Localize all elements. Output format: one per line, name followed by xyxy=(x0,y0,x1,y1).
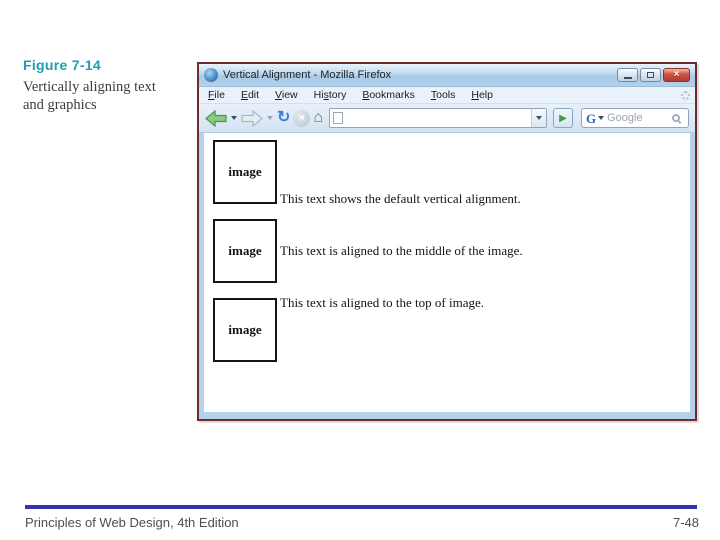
url-input[interactable] xyxy=(343,110,531,126)
search-input[interactable] xyxy=(605,110,672,126)
alignment-text: This text is aligned to the top of image… xyxy=(280,295,484,310)
alignment-text: This text shows the default vertical ali… xyxy=(280,191,521,206)
browser-window: Vertical Alignment - Mozilla Firefox × F… xyxy=(197,62,697,421)
alignment-text: This text is aligned to the middle of th… xyxy=(280,243,523,258)
menu-file[interactable]: File xyxy=(208,89,225,101)
page-content: image This text shows the default vertic… xyxy=(199,133,695,419)
go-icon: ▶ xyxy=(559,112,567,124)
figure-caption: Vertically aligning text and graphics xyxy=(23,78,156,114)
close-icon: × xyxy=(673,69,680,80)
figure-label: Figure 7-14 xyxy=(23,57,101,73)
menu-history[interactable]: History xyxy=(313,89,347,101)
page-icon xyxy=(333,112,344,124)
url-dropdown-button[interactable] xyxy=(531,109,546,127)
forward-button[interactable] xyxy=(241,109,263,127)
image-placeholder: image xyxy=(213,219,277,283)
chevron-down-icon xyxy=(536,116,542,120)
search-engine-dropdown[interactable] xyxy=(598,116,605,120)
image-placeholder: image xyxy=(213,298,277,362)
footer-book-title: Principles of Web Design, 4th Edition xyxy=(25,515,239,530)
forward-arrow-icon xyxy=(241,109,263,127)
search-bar: G xyxy=(581,108,689,128)
menu-tools[interactable]: Tools xyxy=(430,89,456,101)
window-controls: × xyxy=(617,68,690,82)
menu-bookmarks[interactable]: Bookmarks xyxy=(362,89,415,101)
footer-page-number: 7-48 xyxy=(672,515,699,530)
menu-edit[interactable]: Edit xyxy=(240,89,260,101)
maximize-icon xyxy=(647,72,654,78)
go-button[interactable]: ▶ xyxy=(553,108,573,128)
back-arrow-icon xyxy=(205,109,227,127)
forward-history-dropdown[interactable] xyxy=(267,116,273,120)
figure-caption-line2: and graphics xyxy=(23,97,97,113)
browser-titlebar[interactable]: Vertical Alignment - Mozilla Firefox × xyxy=(199,64,695,87)
search-icon[interactable] xyxy=(672,114,680,122)
home-icon: ⌂ xyxy=(313,109,324,126)
figure-caption-line1: Vertically aligning text xyxy=(23,79,156,95)
close-button[interactable]: × xyxy=(663,68,690,82)
minimize-icon xyxy=(623,77,632,79)
stop-icon: × xyxy=(293,109,311,127)
alignment-row-middle: image This text is aligned to the middle… xyxy=(213,219,690,283)
reload-icon: ↻ xyxy=(277,109,291,126)
home-button[interactable]: ⌂ xyxy=(313,110,323,126)
footer-accent-line xyxy=(25,505,697,509)
reload-button[interactable]: ↻ xyxy=(277,110,290,126)
address-bar xyxy=(329,108,547,128)
back-history-dropdown[interactable] xyxy=(231,116,237,120)
google-logo-icon[interactable]: G xyxy=(586,110,597,126)
menu-bar: File Edit View History Bookmarks Tools H… xyxy=(199,87,695,104)
image-placeholder: image xyxy=(213,140,277,204)
navigation-toolbar: ↻ × ⌂ ▶ G xyxy=(199,104,695,133)
menu-view[interactable]: View xyxy=(275,89,298,101)
window-title: Vertical Alignment - Mozilla Firefox xyxy=(223,69,392,81)
activity-throbber-icon xyxy=(681,90,690,100)
stop-button[interactable]: × xyxy=(293,109,311,127)
alignment-row-top: image This text is aligned to the top of… xyxy=(213,295,690,362)
menu-help[interactable]: Help xyxy=(471,89,493,101)
back-button[interactable] xyxy=(205,109,227,127)
alignment-row-default: image This text shows the default vertic… xyxy=(213,140,690,206)
maximize-button[interactable] xyxy=(640,68,661,82)
firefox-icon xyxy=(204,68,218,82)
minimize-button[interactable] xyxy=(617,68,638,82)
